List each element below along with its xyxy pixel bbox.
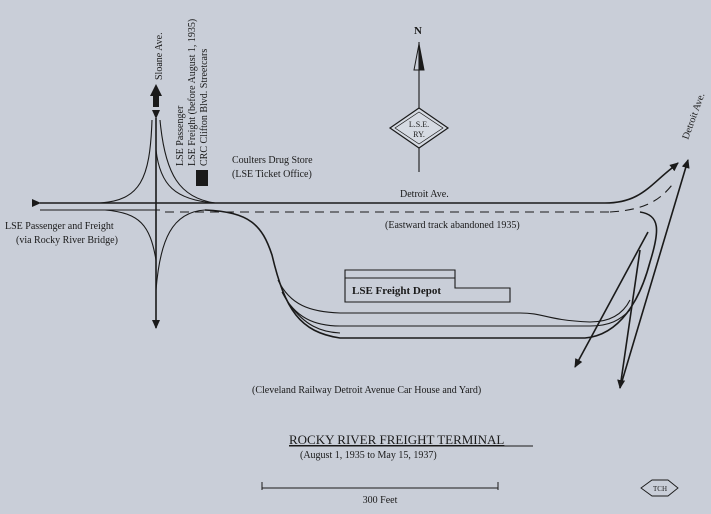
- abandoned-eastward-track: [165, 184, 673, 213]
- detroit-ave-right-label: Detroit Ave.: [680, 91, 707, 141]
- coulters-label-line1: Coulters Drug Store: [232, 155, 313, 166]
- eastward-abandoned-label: (Eastward track abandoned 1935): [385, 220, 520, 231]
- freight-depot-label: LSE Freight Depot: [352, 285, 441, 297]
- junction-curves-upper: [99, 119, 216, 204]
- map-subtitle: (August 1, 1935 to May 15, 1937): [300, 450, 437, 461]
- north-arrow-icon: N: [413, 25, 425, 172]
- lse-passenger-freight-label-line2: (via Rocky River Bridge): [16, 235, 118, 246]
- lse-railway-logo: L.S.E. RY.: [388, 107, 450, 149]
- lse-freight-before-label: LSE Freight (before August 1, 1935): [187, 19, 198, 166]
- sloane-ave-label: Sloane Ave.: [154, 32, 165, 80]
- freight-yard-loop: [204, 209, 658, 339]
- tch-signature-mark: TCH: [640, 479, 679, 497]
- map-title: ROCKY RIVER FREIGHT TERMINAL: [289, 432, 504, 447]
- north-arrow-sloane-icon: [150, 84, 162, 96]
- detroit-ave-diagonal-track: [574, 159, 690, 389]
- logo-text-top: L.S.E.: [409, 120, 429, 129]
- tch-signature: TCH: [653, 485, 667, 493]
- detroit-ave-track: [32, 162, 679, 207]
- car-house-label: (Cleveland Railway Detroit Avenue Car Ho…: [252, 385, 481, 396]
- lse-passenger-freight-label-line1: LSE Passenger and Freight: [5, 221, 114, 232]
- junction-curves-lower: [40, 209, 206, 291]
- north-label: N: [414, 25, 422, 37]
- detroit-ave-label: Detroit Ave.: [400, 189, 449, 200]
- lse-passenger-label: LSE Passenger: [175, 105, 186, 166]
- coulters-label-line2: (LSE Ticket Office): [232, 169, 312, 180]
- coulters-drug-store-marker: [196, 170, 208, 186]
- scale-label: 300 Feet: [363, 495, 398, 506]
- scale-bar: 300 Feet: [261, 482, 499, 506]
- logo-text-bottom: RY.: [413, 130, 425, 139]
- crc-clifton-label: CRC Clifton Blvd. Streetcars: [199, 49, 210, 166]
- freight-depot-building: LSE Freight Depot: [344, 269, 511, 303]
